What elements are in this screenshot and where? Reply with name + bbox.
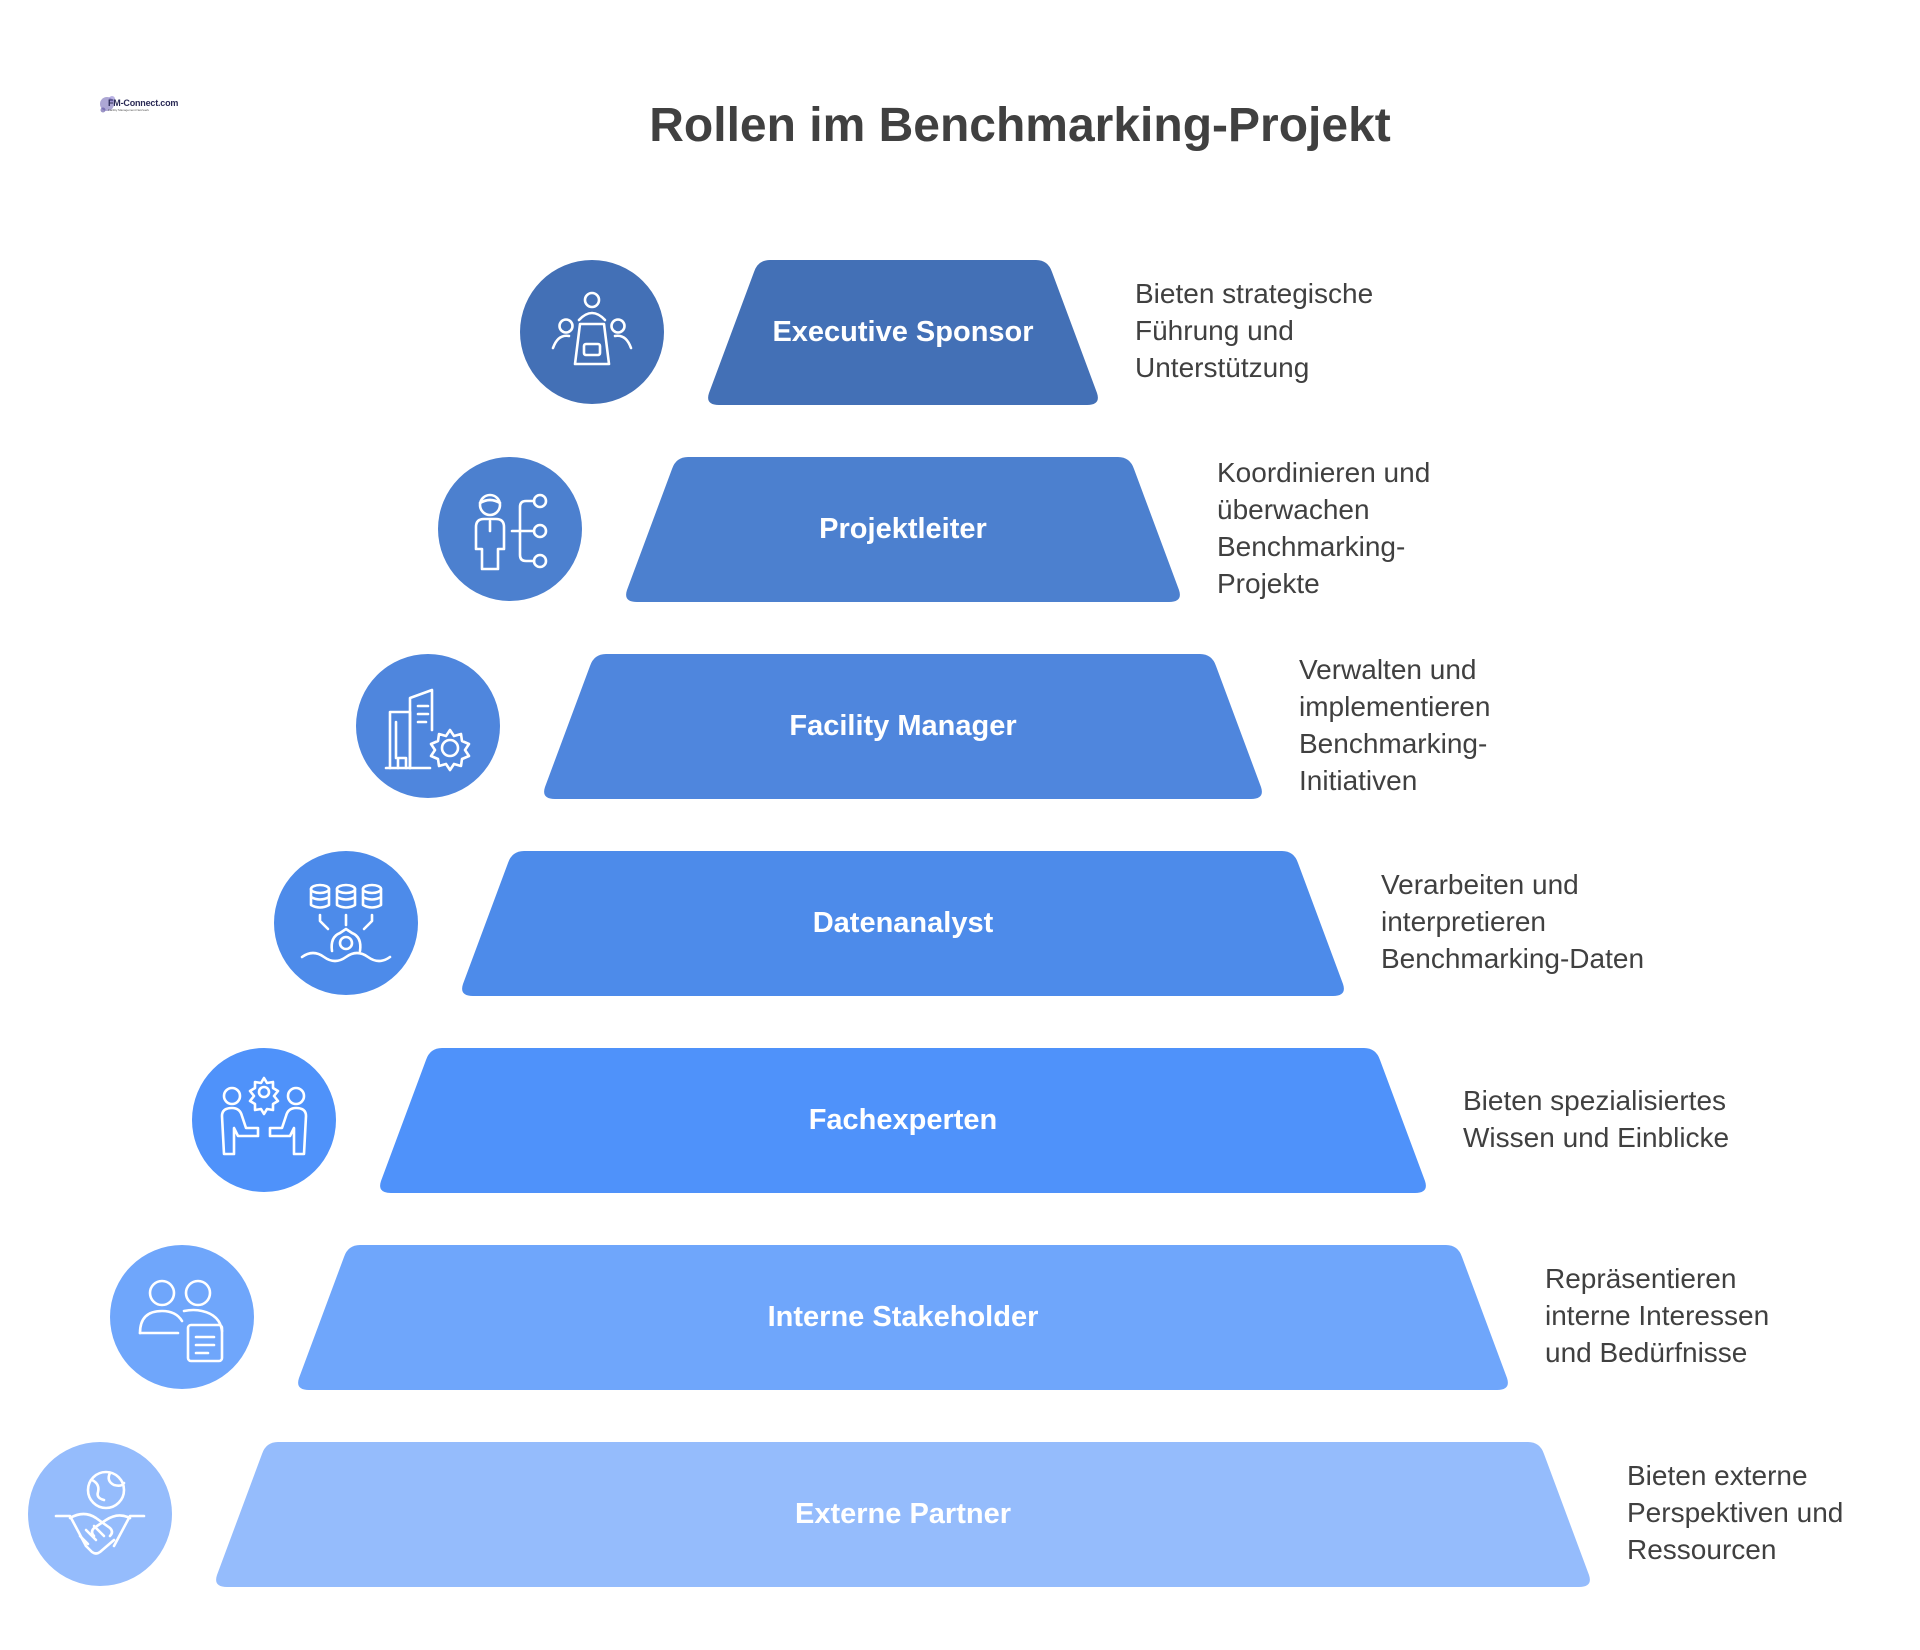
tier-description-line: Bieten spezialisiertes [1463,1084,1727,1116]
tier-description-line: Verwalten und [1299,653,1477,685]
tier-label: Externe Partner [795,1498,1011,1530]
role-icon-circle [28,1442,172,1586]
meeting-table-icon [551,291,633,366]
tier-description-line: interne Interessen [1545,1300,1770,1331]
tier-label: Executive Sponsor [772,316,1034,348]
tier-shape [626,457,1180,602]
logo-splash-icon [100,96,115,113]
tier-description-line: überwachen [1217,493,1370,525]
tier-description-line: Koordinieren und [1217,456,1431,488]
pyramid-tier: Externe Partner [215,1442,1591,1587]
tier-description-line: Bieten strategische [1135,278,1374,309]
pyramid-tier: Facility Manager [543,654,1263,799]
role-icon-circle [356,654,500,798]
tier-shape [380,1048,1426,1193]
tier-description-line: Projekte [1217,567,1320,599]
tier-label: Projektleiter [819,513,987,545]
pyramid-tier: Projektleiter [625,457,1181,602]
tier-description-line: Ressourcen [1627,1534,1777,1565]
tier-description-line: Führung und [1135,315,1294,346]
tier-shape [544,654,1262,799]
role-icon-circle [520,260,664,404]
pyramid-tier: Fachexperten [379,1048,1427,1193]
handshake-globe-icon [54,1470,146,1555]
role-icon-circle [192,1048,336,1192]
tier-description: Repräsentieren interne Interessen und Bedü… [1545,1260,1769,1371]
database-analysis-icon [300,883,392,963]
tier-label: Interne Stakeholder [767,1301,1039,1333]
tier-label: Datenanalyst [812,907,994,939]
tier-description-line: Repräsentieren [1545,1263,1737,1294]
tier-description-line: Bieten externe [1627,1460,1808,1491]
page-title: Rollen im Benchmarking-Projekt [649,99,1391,152]
project-leader-hierarchy-icon [474,493,548,571]
tier-description-line: Unterstützung [1135,352,1310,383]
pyramid-tier: Interne Stakeholder [297,1245,1509,1390]
tier-description-line: Wissen und Einblicke [1463,1121,1730,1153]
tier-description-line: Benchmarking-Daten [1381,943,1645,974]
tier-description-line: Verarbeiten und [1381,869,1579,900]
role-icon-circle [274,851,418,995]
tier-description-line: Perspektiven und [1627,1497,1844,1528]
tier-label: Fachexperten [808,1104,998,1136]
tier-shape [708,260,1098,405]
tier-shape [216,1442,1590,1587]
tier-description-line: Initiativen [1299,764,1418,796]
logo-text: FM-Connect.com [108,98,179,108]
role-icon-circle [110,1245,254,1389]
experts-discussion-icon [220,1076,308,1156]
tier-description-line: Benchmarking- [1217,530,1406,562]
tier-description-line: Benchmarking- [1299,727,1488,759]
role-icon-circle [438,457,582,601]
tier-description-line: und Bedürfnisse [1545,1337,1748,1368]
tier-label: Facility Manager [789,710,1017,742]
logo-subtext: Facility Management Netzwerk [108,108,150,112]
logo: FM-Connect.com Facility Management Netzw… [99,92,178,118]
building-gear-icon [384,688,471,772]
pyramid-tier: Executive Sponsor [707,260,1099,405]
tier-description-line: implementieren [1299,690,1491,722]
tier-description-line: interpretieren [1381,906,1546,937]
stakeholders-document-icon [138,1279,224,1363]
tier-shape [462,851,1344,996]
tier-shape [298,1245,1508,1390]
pyramid-tier: Datenanalyst [461,851,1345,996]
